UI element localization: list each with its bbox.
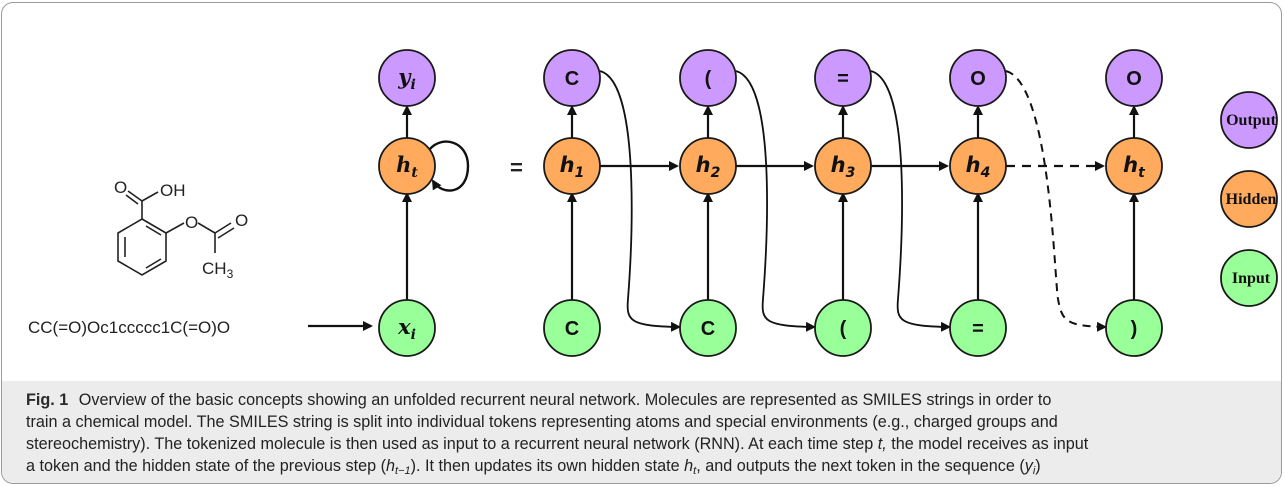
legend-input-node (1220, 249, 1278, 307)
equals-sign: = (510, 155, 523, 180)
molecule-structure (117, 190, 235, 276)
hidden-node-generic (378, 137, 436, 195)
figure-caption: Fig. 1 Overview of the basic concepts sh… (26, 389, 1276, 477)
hidden-label-generic: ht (396, 152, 418, 181)
output-node-4 (949, 49, 1007, 107)
caption-text: stereochemistry). The tokenized molecule… (26, 435, 874, 453)
output-to-next-input-dashed-arrow (1005, 70, 1107, 332)
legend-hidden-label: Hidden (1226, 191, 1277, 208)
atom-label-oh: OH (160, 181, 186, 200)
output-node-2 (679, 49, 737, 107)
hidden-label-1: h1 (560, 153, 585, 181)
legend-hidden-node (1220, 170, 1278, 228)
legend-input-label: Input (1232, 270, 1271, 287)
caption-line: train a chemical model. The SMILES strin… (26, 413, 1058, 431)
ring-double-bond (145, 258, 162, 269)
molecule-atom-labels: O OH O O CH3 (114, 178, 248, 281)
rnn-diagram: O OH O O CH3 CC(=O)Oc1ccccc1C(=O)O (28, 49, 1278, 357)
hidden-node-1 (543, 137, 601, 195)
smiles-string: CC(=O)Oc1ccccc1C(=O)O (28, 318, 230, 337)
input-node-generic (378, 299, 436, 357)
output-token-4: O (970, 68, 986, 90)
caption-background (2, 381, 1281, 483)
legend-output-node (1220, 91, 1278, 149)
bond (165, 222, 185, 234)
caption-text: ) (1035, 457, 1041, 475)
input-node-3 (814, 299, 872, 357)
output-to-next-input-arrow (870, 70, 951, 332)
input-token-3: ( (840, 318, 847, 340)
output-label-generic: yi (397, 64, 416, 93)
caption-text: a token and the hidden state of the prev… (26, 457, 386, 475)
hidden-label-3: h3 (831, 153, 856, 181)
output-to-next-input-arrow (599, 70, 681, 332)
caption-variable: y (1024, 457, 1033, 475)
vertical-connections (402, 105, 1139, 300)
output-node-3 (814, 49, 872, 107)
output-node-generic (378, 49, 436, 107)
hidden-label-2: h2 (696, 153, 721, 181)
hidden-node-3 (814, 137, 872, 195)
hidden-node-t (1105, 137, 1163, 195)
bond (214, 222, 232, 234)
output-token-1: C (565, 68, 579, 90)
caption-figure-label: Fig. 1 (26, 391, 69, 409)
caption-text: Overview of the basic concepts showing a… (78, 391, 1052, 409)
output-feedback-connections (599, 70, 1107, 332)
legend-labels: Output Hidden Input (1226, 112, 1277, 287)
input-node-1 (543, 299, 601, 357)
caption-subscript: i (1032, 465, 1036, 477)
output-token-t: O (1126, 68, 1142, 90)
atom-label-ch3: CH3 (202, 259, 234, 281)
hidden-label-4: h4 (966, 153, 991, 181)
generic-cell-labels: yi ht xi (396, 64, 418, 343)
input-token-2: C (701, 318, 715, 340)
hidden-label-t: ht (1123, 153, 1146, 181)
input-token-4: = (972, 318, 984, 340)
output-token-labels: C ( = O O (565, 68, 1142, 90)
atom-label-o: O (235, 211, 248, 230)
caption-subscript: t−1 (394, 465, 411, 477)
input-node-t (1105, 299, 1163, 357)
caption-variable: h (684, 457, 694, 475)
bond (141, 191, 159, 202)
input-token-labels: C C ( = ) (565, 318, 1138, 340)
bond (125, 194, 139, 205)
ring-double-bond (145, 225, 162, 236)
caption-line: a token and the hidden state of the prev… (26, 455, 1276, 477)
output-node-t (1105, 49, 1163, 107)
hidden-node-4 (949, 137, 1007, 195)
caption-text: ). It then updates its own hidden state (410, 457, 680, 475)
caption-text: , and outputs the next token in the sequ… (696, 457, 1025, 475)
output-to-next-input-arrow (735, 70, 816, 332)
hidden-node-2 (679, 137, 737, 195)
caption-variable: t, (877, 435, 887, 453)
input-node-4 (949, 299, 1007, 357)
legend-output-label: Output (1226, 112, 1276, 129)
input-node-2 (679, 299, 737, 357)
output-node-1 (543, 49, 601, 107)
bond (127, 190, 143, 202)
nodes (378, 49, 1278, 357)
hidden-labels: h1 h2 h3 h4 ht (560, 153, 1146, 181)
output-token-3: = (837, 68, 849, 90)
output-token-2: ( (705, 68, 712, 90)
recurrent-self-loop-arrow (429, 140, 470, 192)
bond (217, 227, 235, 239)
atom-label-o: O (114, 178, 127, 197)
caption-subscript: t (693, 465, 697, 477)
caption-variable: h (385, 457, 395, 475)
caption-line: stereochemistry). The tokenized molecule… (26, 433, 1276, 455)
caption-text: the model receives as input (891, 435, 1089, 453)
input-label-generic: xi (397, 314, 416, 343)
bond (197, 222, 216, 234)
atom-label-o: O (185, 213, 198, 232)
input-token-1: C (565, 318, 579, 340)
input-token-t: ) (1131, 318, 1138, 340)
caption-line: Fig. 1 Overview of the basic concepts sh… (26, 389, 1276, 411)
